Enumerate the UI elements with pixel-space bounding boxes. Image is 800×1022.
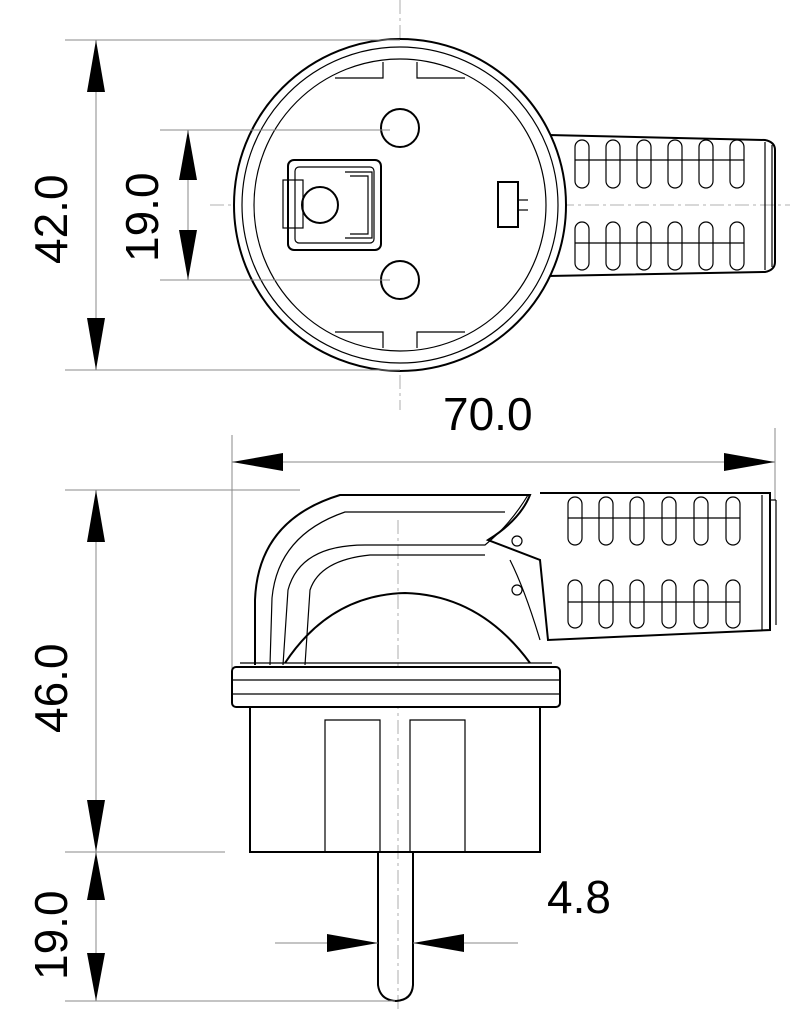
side-view-grip-slots bbox=[567, 496, 741, 629]
top-view-earth-contact-left bbox=[282, 159, 382, 251]
side-view-cable-handle bbox=[254, 492, 777, 666]
arrowhead bbox=[327, 934, 378, 952]
side-view-flange bbox=[231, 662, 561, 708]
arrowhead bbox=[724, 453, 775, 471]
top-view-outer-rim bbox=[233, 38, 567, 372]
arrowhead bbox=[87, 318, 105, 370]
arrowhead bbox=[87, 40, 105, 92]
arrowhead bbox=[87, 852, 105, 900]
dim-pin-diameter-label: 4.8 bbox=[547, 871, 611, 923]
side-view-body bbox=[249, 706, 541, 853]
dim-side-height-label: 46.0 bbox=[25, 643, 77, 733]
side-view-dome bbox=[284, 591, 531, 664]
top-view-cable-handle bbox=[547, 134, 776, 277]
top-view-earth-contact-right bbox=[497, 181, 519, 228]
side-view-pin bbox=[377, 852, 414, 1003]
arrowhead bbox=[87, 800, 105, 852]
arrowhead bbox=[232, 453, 283, 471]
side-view bbox=[231, 492, 777, 1010]
width-dimension: 70.0 bbox=[231, 388, 776, 670]
top-dimensions: 42.0 19.0 bbox=[25, 39, 400, 371]
side-dimensions: 46.0 19.0 4.8 bbox=[25, 489, 611, 1002]
dim-pin-spacing-label: 19.0 bbox=[116, 172, 168, 262]
arrowhead bbox=[413, 934, 464, 952]
top-view-grip-slots bbox=[574, 139, 745, 271]
arrowhead bbox=[179, 130, 197, 180]
dim-total-width-label: 70.0 bbox=[443, 388, 533, 440]
arrowhead bbox=[179, 230, 197, 280]
top-view-bottom-notch bbox=[335, 331, 465, 348]
top-view bbox=[210, 0, 790, 410]
top-view-inner-rim bbox=[241, 46, 559, 364]
dim-pin-length-label: 19.0 bbox=[25, 890, 77, 980]
top-view-top-notch bbox=[335, 62, 465, 79]
arrowhead bbox=[87, 490, 105, 542]
top-view-socket-recess bbox=[253, 58, 547, 352]
dim-top-height-label: 42.0 bbox=[25, 174, 77, 264]
arrowhead bbox=[87, 953, 105, 1001]
top-view-pin-hole-upper bbox=[380, 108, 420, 148]
